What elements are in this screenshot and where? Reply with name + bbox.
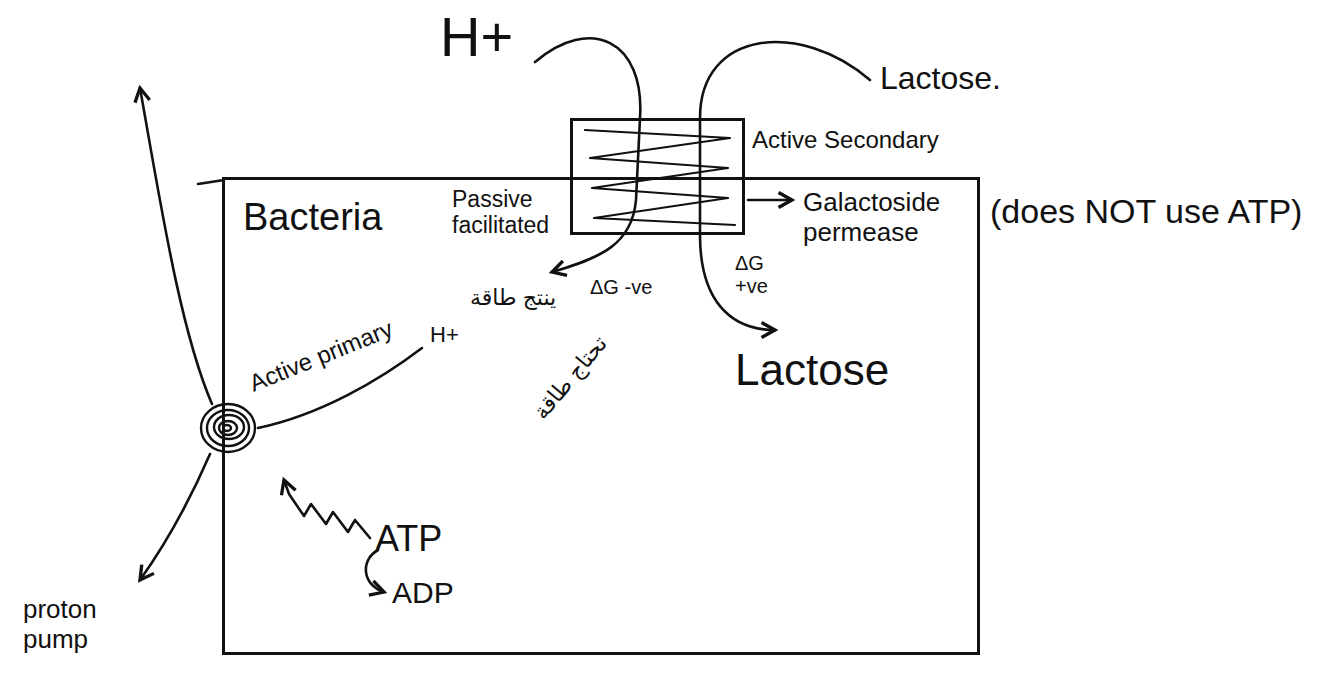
pump-scribble bbox=[201, 404, 255, 452]
pump-outline bbox=[198, 400, 258, 456]
molecule-label: Lactose bbox=[735, 345, 889, 396]
pointer-arrow bbox=[140, 454, 210, 580]
transport-type: Active primary bbox=[245, 315, 396, 398]
proton-path bbox=[535, 38, 640, 272]
pump-scribble bbox=[214, 415, 244, 439]
energy-note: ΔG -ve bbox=[590, 276, 652, 299]
transport-type: Passive facilitated bbox=[452, 186, 570, 239]
note-text: (does NOT use ATP) bbox=[990, 192, 1302, 231]
node-heading: Galactoside permease bbox=[803, 188, 973, 248]
proton-out-arrow bbox=[140, 88, 212, 404]
permease-box: Galactoside permease bbox=[570, 118, 745, 235]
energy-arrow bbox=[284, 480, 370, 538]
molecule-label: ADP bbox=[392, 576, 454, 611]
energy-note: ينتج طاقة bbox=[470, 285, 556, 310]
pump-circle: proton pump bbox=[198, 400, 258, 456]
membrane-edge bbox=[198, 180, 224, 184]
ion-label: H+ bbox=[440, 5, 513, 69]
pointer-arrow bbox=[748, 199, 792, 202]
pump-scribble bbox=[219, 421, 237, 435]
cell-box: Bacteria bbox=[222, 177, 980, 655]
node-heading: proton pump bbox=[23, 595, 133, 655]
pump-scribble bbox=[223, 425, 231, 431]
node-heading: Bacteria bbox=[243, 196, 382, 240]
transport-type: Active Secondary bbox=[752, 126, 939, 154]
lactose-path bbox=[700, 42, 870, 330]
pump-scribble bbox=[207, 410, 249, 446]
energy-note: ΔG +ve bbox=[735, 252, 783, 298]
energy-note: تحتاج طاقة bbox=[528, 331, 612, 424]
molecule-label: ATP bbox=[375, 518, 442, 559]
molecule-label: Lactose. bbox=[880, 60, 1001, 97]
ion-label: H+ bbox=[430, 322, 459, 347]
